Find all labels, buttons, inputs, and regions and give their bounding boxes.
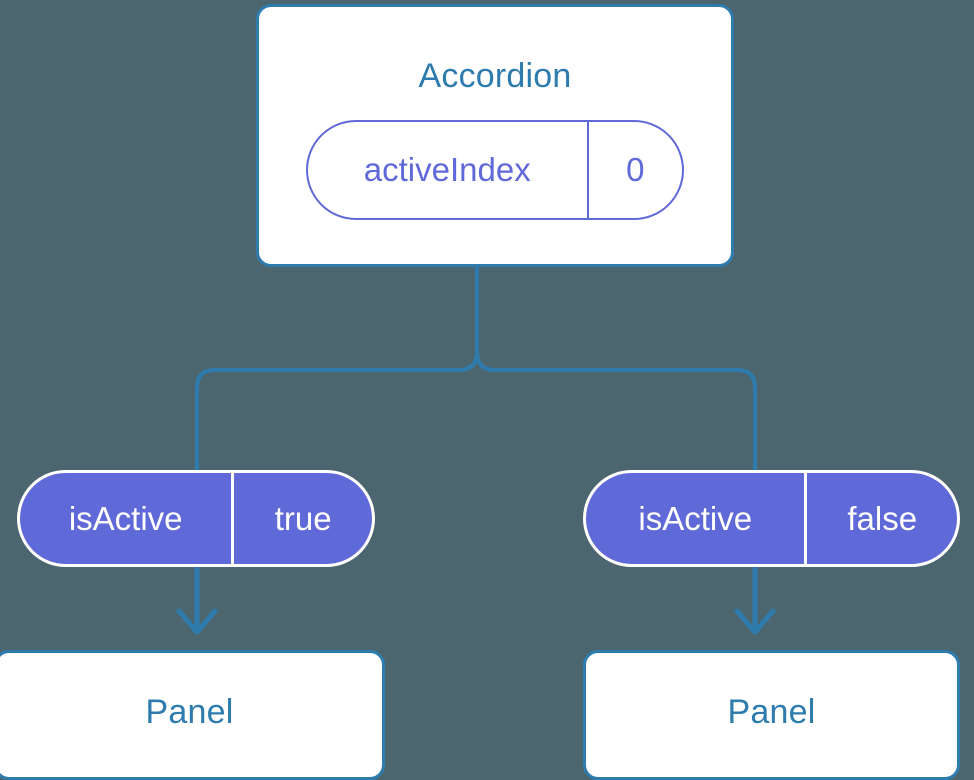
component-title-panel-left: Panel xyxy=(145,693,234,731)
prop-pill-right-isactive[interactable]: isActive false xyxy=(583,470,960,567)
state-pill-value: 0 xyxy=(586,122,683,218)
state-pill-activeindex[interactable]: activeIndex 0 xyxy=(306,120,684,220)
component-card-panel-left[interactable]: Panel xyxy=(0,650,385,780)
component-title-accordion: Accordion xyxy=(418,57,572,95)
prop-pill-right-value: false xyxy=(804,473,957,564)
arrow-left xyxy=(176,566,218,635)
arrow-right xyxy=(734,566,776,635)
prop-pill-left-isactive[interactable]: isActive true xyxy=(17,470,375,567)
prop-pill-left-key: isActive xyxy=(68,499,183,537)
component-title-panel-right: Panel xyxy=(727,693,816,731)
prop-pill-left-value: true xyxy=(231,473,372,564)
component-card-panel-right[interactable]: Panel xyxy=(583,650,960,780)
edge-trunk xyxy=(195,265,479,472)
edge-branch-right xyxy=(475,350,757,472)
state-pill-key: activeIndex xyxy=(363,151,531,188)
prop-pill-right-key: isActive xyxy=(638,499,753,537)
